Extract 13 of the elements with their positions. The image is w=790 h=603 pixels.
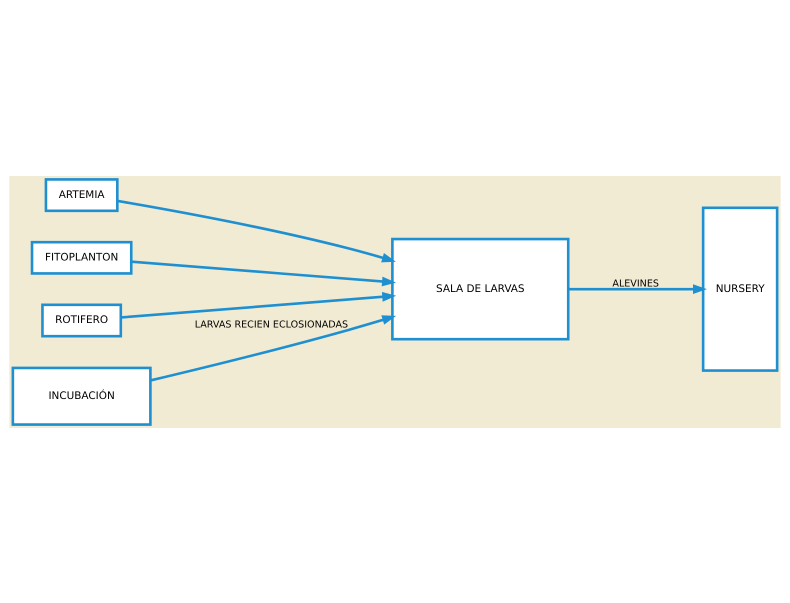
arrow xyxy=(568,284,707,294)
node-box: NURSERY xyxy=(702,206,778,372)
edge-label: ALEVINES xyxy=(612,278,659,289)
node-box: INCUBACIÓN xyxy=(12,366,152,426)
arrow xyxy=(117,199,396,262)
node-box: SALA DE LARVAS xyxy=(391,237,570,340)
node-box: ARTEMIA xyxy=(44,178,119,212)
arrow xyxy=(150,314,396,382)
edge-label: LARVAS RECIEN ECLOSIONADAS xyxy=(194,318,348,330)
node-box: FITOPLANTON xyxy=(30,240,133,274)
arrow xyxy=(120,291,396,318)
arrow xyxy=(131,260,396,286)
node-box: ROTIFERO xyxy=(41,303,122,337)
